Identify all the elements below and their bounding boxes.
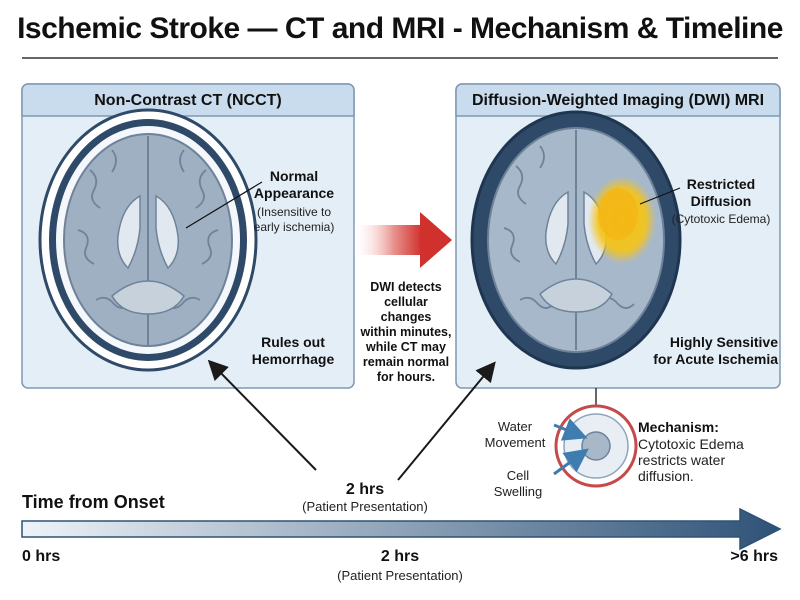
mri-callout-line (639, 187, 681, 205)
arrow-to-ct (207, 359, 317, 471)
cell-diagram (553, 404, 638, 488)
presentation-caption: (Patient Presentation) (302, 499, 428, 514)
swelling-arrow (553, 448, 589, 476)
ct-callout-detail: (Insensitive to early ischemia) (253, 205, 335, 234)
ct-callout-line (185, 181, 263, 229)
mechanism-text: Cytotoxic Edema restricts water diffusio… (638, 436, 744, 484)
arrow-to-mri (397, 361, 496, 481)
timeline-axis-title: Time from Onset (22, 492, 165, 512)
ct-panel-footer: Rules out Hemorrhage (251, 334, 335, 367)
presentation-time: 2 hrs (345, 481, 385, 498)
mri-panel-footer: Highly Sensitive for Acute Ischemia (653, 334, 778, 367)
tick-2hrs-caption: (Patient Presentation) (337, 568, 463, 583)
ct-panel (21, 83, 355, 389)
timeline-arrow (21, 507, 782, 551)
tick-6hrs: >6 hrs (730, 548, 778, 565)
ct-callout-title: Normal Appearance (253, 168, 335, 201)
cell-swelling-label: Cell Swelling (493, 468, 543, 499)
dwi-vs-ct-note: DWI detects cellular changes within minu… (360, 280, 452, 384)
tick-2hrs: 2 hrs (380, 548, 420, 565)
mri-panel-heading: Diffusion-Weighted Imaging (DWI) MRI (471, 92, 765, 109)
water-arrow (553, 418, 588, 441)
page-title: Ischemic Stroke — CT and MRI - Mechanism… (17, 12, 783, 45)
mri-callout-title: Restricted Diffusion (686, 176, 756, 209)
water-movement-label: Water Movement (484, 419, 546, 450)
mechanism-title: Mechanism: (638, 419, 719, 435)
tick-0hrs: 0 hrs (22, 548, 61, 565)
ct-panel-heading: Non-Contrast CT (NCCT) (94, 92, 282, 109)
comparison-arrow (352, 212, 452, 268)
mri-callout-detail: (Cytotoxic Edema) (671, 212, 771, 226)
mri-panel (455, 83, 781, 389)
